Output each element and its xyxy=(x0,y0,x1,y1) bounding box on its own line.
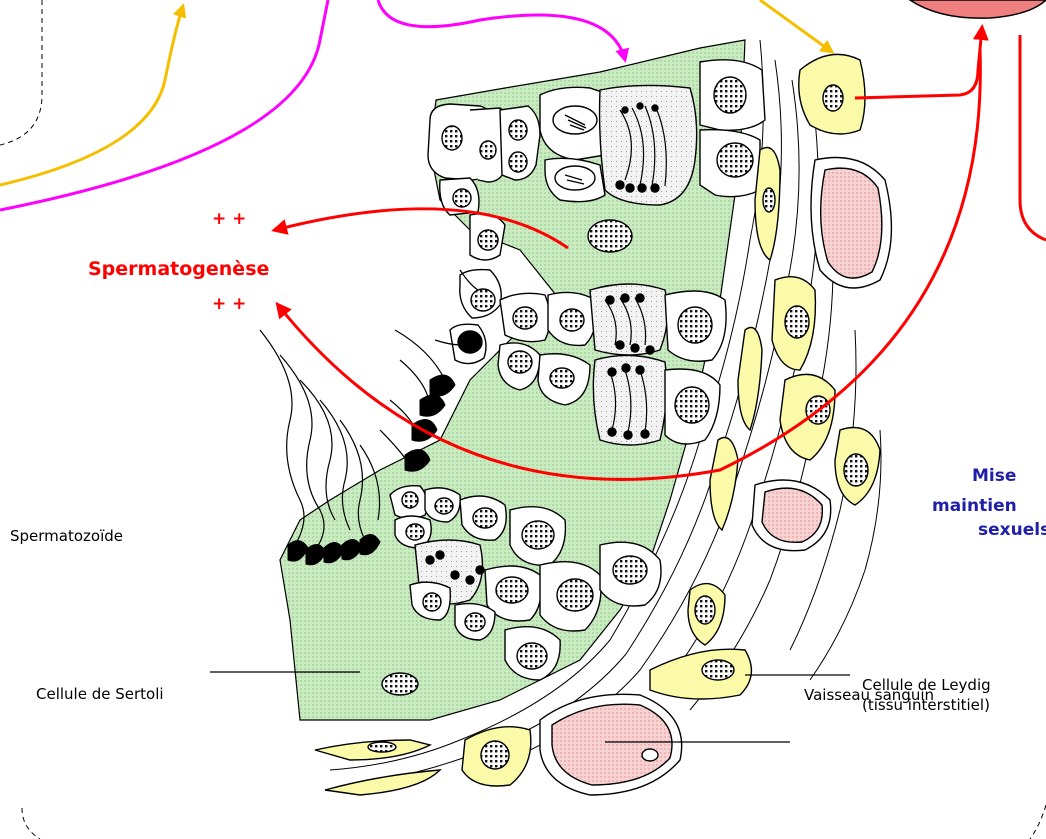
mise-label-line1: Mise xyxy=(972,466,1016,486)
dashed-frame-bottom-left xyxy=(22,808,40,839)
magenta-arrow-right xyxy=(378,0,625,60)
orange-arrow-left xyxy=(0,6,183,185)
vaisseau-label: Vaisseau sanguin xyxy=(804,686,934,704)
plus-bottom-label: + + xyxy=(212,294,246,314)
sertoli-label: Cellule de Sertoli xyxy=(36,685,164,703)
plus-top-label: + + xyxy=(212,209,246,229)
orange-arrow-right xyxy=(760,0,832,52)
mise-label-line2: maintien xyxy=(932,496,1017,516)
spermatogenese-label: Spermatogenèse xyxy=(88,258,269,280)
magenta-arrow xyxy=(0,0,328,210)
pink-organ-shape xyxy=(910,0,1046,18)
mise-label-line3: sexuels xyxy=(978,520,1046,540)
red-arrow-leydig-up xyxy=(855,28,982,98)
red-line-right xyxy=(1020,35,1046,240)
spermatozoide-label: Spermatozoïde xyxy=(10,527,123,545)
dashed-frame-bottom-right xyxy=(1030,805,1046,839)
dashed-frame-top-left xyxy=(0,0,42,145)
